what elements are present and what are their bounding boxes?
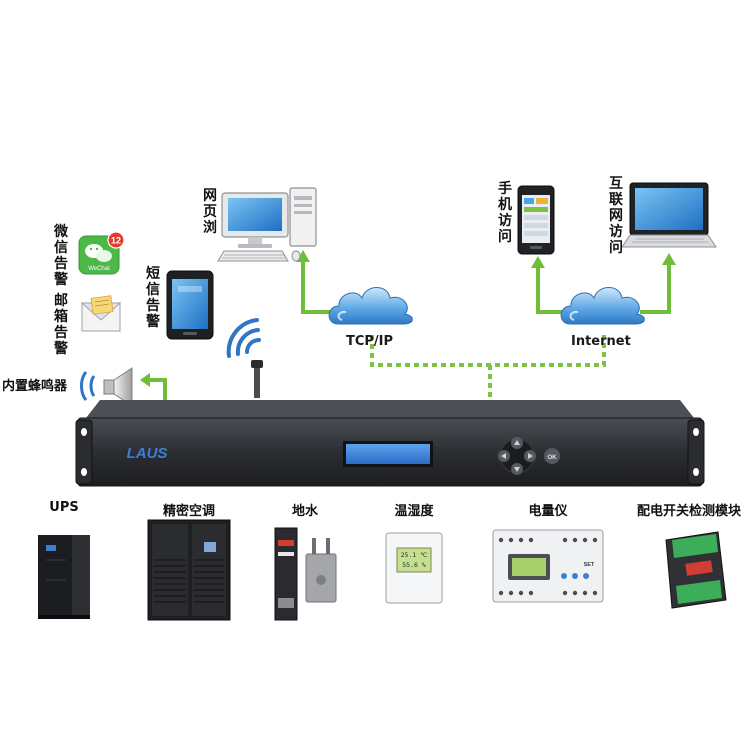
laptop-link-line <box>640 260 671 314</box>
switch-detect-module-icon <box>665 531 727 609</box>
rack-host-icon: LAUS OK <box>75 400 705 487</box>
temp-reading: 25.1 ℃ <box>401 551 429 559</box>
host-navigation-keypad: OK <box>498 437 560 475</box>
wechat-badge <box>107 231 125 249</box>
smartphone-icon <box>517 185 555 255</box>
internet-access-label: 互联网访问 <box>609 176 623 256</box>
device-label-water-leak: 地水 <box>291 504 319 519</box>
cloud-icon <box>560 287 645 325</box>
tcpip-label: TCP/IP <box>346 334 394 349</box>
device-label-ups: UPS <box>49 500 79 515</box>
device-label-precision-ac: 精密空调 <box>162 504 216 519</box>
tcpip-dash-line <box>370 335 606 367</box>
internet-label: Internet <box>571 334 631 349</box>
device-label-switch-detect: 配电开关检测模块 <box>636 504 742 519</box>
power-meter-icon: SET <box>492 529 604 603</box>
buzzer-link-line <box>143 378 167 408</box>
ups-tower-icon <box>38 535 90 619</box>
antenna-icon <box>251 360 263 398</box>
wechat-badge-count: 12 <box>111 236 121 246</box>
water-leak-sensor-icon <box>274 527 337 621</box>
laptop-link-arrowhead <box>662 253 676 265</box>
speaker-icon <box>80 367 133 407</box>
wechat-icon: WeChat 12 <box>78 231 125 275</box>
mobile-phone-icon <box>166 270 214 340</box>
keypad-ok-label: OK <box>548 455 558 461</box>
sms-alert-label: 短信告警 <box>146 266 160 330</box>
device-label-temp-humidity: 温湿度 <box>394 504 434 519</box>
temp-humidity-sensor-icon: 25.1 ℃ 55.6 % <box>385 532 443 604</box>
meter-set-label: SET <box>584 562 595 568</box>
network-dashed-lines <box>370 335 606 410</box>
mobile-link-arrowhead <box>531 256 545 268</box>
laptop-icon <box>621 182 717 248</box>
email-alert-label: 邮箱告警 <box>54 293 68 357</box>
buzzer-label: 内置蜂鸣器 <box>2 379 68 394</box>
wifi-signal-icon <box>226 318 261 358</box>
device-label-power-meter: 电量仪 <box>528 504 568 519</box>
humidity-reading: 55.6 % <box>402 561 426 569</box>
cloud-icon <box>328 287 413 325</box>
email-envelope-icon <box>80 295 122 332</box>
desktop-computer-icon <box>217 187 317 262</box>
web-browse-label: 网页浏 <box>203 188 217 236</box>
wechat-icon-text: WeChat <box>88 266 110 272</box>
wechat-alert-label: 微信告警 <box>54 224 68 288</box>
green-link-lines <box>140 250 676 408</box>
buzzer-link-arrowhead <box>140 373 150 387</box>
precision-ac-icon <box>147 519 231 621</box>
mobile-access-label: 手机访问 <box>498 181 512 245</box>
host-brand-logo: LAUS <box>127 445 168 462</box>
keypad-ok-button <box>544 448 560 464</box>
